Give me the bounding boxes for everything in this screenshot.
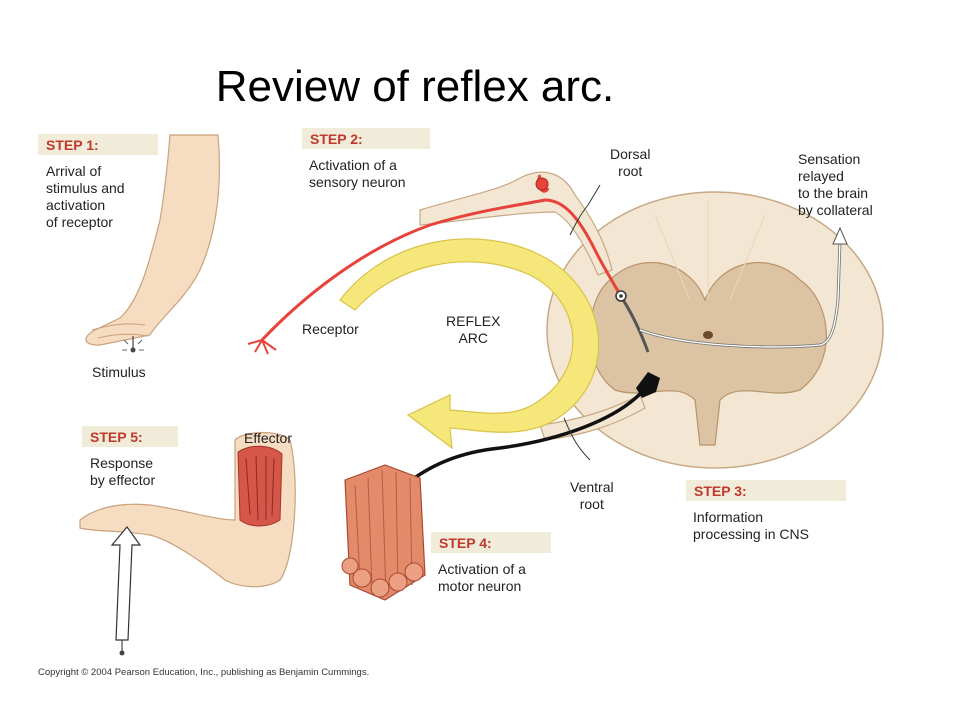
reflex-arc-label: REFLEX ARC <box>446 313 501 346</box>
step-5-label: STEP 5: <box>82 426 178 447</box>
stimulus-arm-illustration <box>85 134 221 346</box>
stimulus-pin-icon <box>122 336 144 353</box>
leader-lines <box>563 184 601 461</box>
dorsal-root-ganglion <box>419 171 613 276</box>
step-1-text: Arrival of stimulus and activation of re… <box>46 163 125 230</box>
copyright-text: Copyright © 2004 Pearson Education, Inc.… <box>38 667 370 678</box>
effector-arm-illustration <box>79 431 296 588</box>
muscle-bundle <box>341 464 426 601</box>
step-4-text: Activation of a motor neuron <box>438 561 526 594</box>
sensory-neuron <box>247 198 650 355</box>
collateral-pathway <box>639 226 848 349</box>
response-arrow <box>110 526 142 656</box>
ventral-root-label: Ventral root <box>570 479 614 512</box>
effector-label: Effector <box>244 430 292 446</box>
stimulus-label: Stimulus <box>92 364 146 380</box>
step-3-label: STEP 3: <box>686 480 846 501</box>
step-4-label: STEP 4: <box>431 532 551 553</box>
step-2-text: Activation of a sensory neuron <box>309 157 406 190</box>
step-2-label: STEP 2: <box>302 128 430 149</box>
sensation-label: Sensation relayed to the brain by collat… <box>798 151 873 218</box>
step-5-text: Response by effector <box>90 455 156 488</box>
reflex-arc-arrow <box>339 238 600 450</box>
dorsal-root-label: Dorsal root <box>610 146 651 179</box>
step-1-label: STEP 1: <box>38 134 158 155</box>
step-3-text: Information processing in CNS <box>693 509 809 542</box>
page-title: Review of reflex arc. <box>215 62 615 111</box>
receptor-label: Receptor <box>302 321 359 337</box>
